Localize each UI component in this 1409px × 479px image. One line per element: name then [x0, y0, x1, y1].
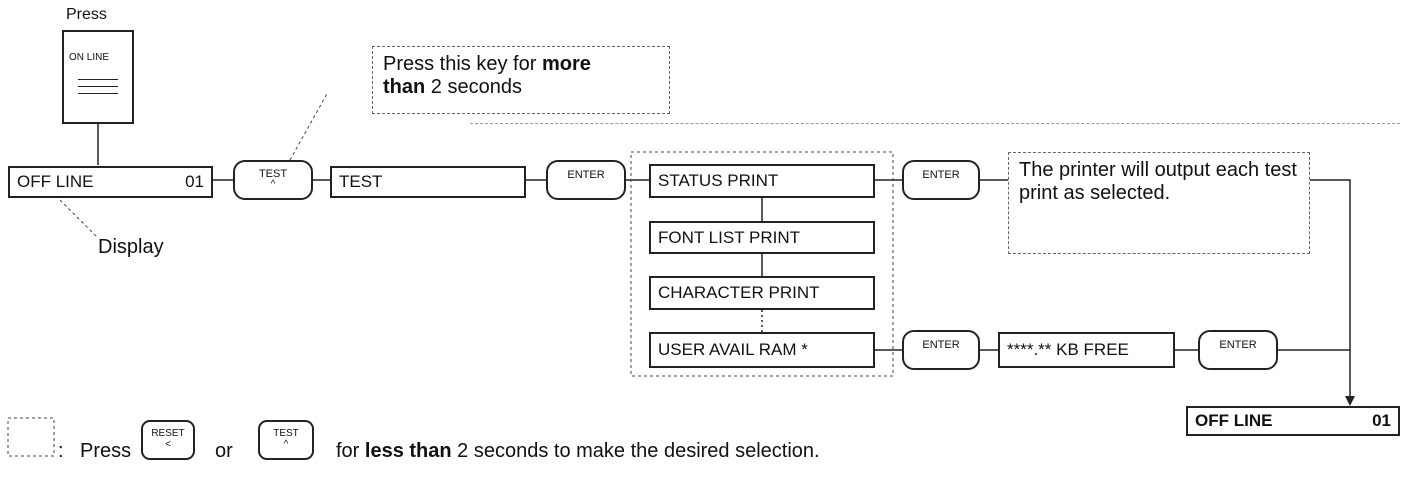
legend-pre: for — [336, 440, 365, 462]
leader-display — [59, 199, 99, 239]
hold-note-strong-more: more — [541, 53, 591, 75]
legend-test-key-symbol: ^ — [283, 439, 289, 450]
offline-display-value: 01 — [185, 172, 204, 191]
test-key-label: TEST — [258, 168, 288, 180]
offline-display-text: OFF LINE — [17, 172, 94, 191]
menu-item-user-avail-ram[interactable]: USER AVAIL RAM * — [649, 332, 875, 368]
final-offline-display: OFF LINE 01 — [1186, 406, 1400, 436]
kb-free-display: ****.** KB FREE — [998, 332, 1175, 368]
menu-item-character-print[interactable]: CHARACTER PRINT — [649, 276, 875, 310]
menu-item-font-list-print[interactable]: FONT LIST PRINT — [649, 221, 875, 254]
offline-display: OFF LINE 01 — [8, 166, 213, 198]
online-key-label: ON LINE — [69, 52, 110, 63]
enter-key[interactable]: ENTER — [902, 160, 980, 200]
arrow-head — [1345, 396, 1355, 406]
test-display-text: TEST — [339, 172, 383, 191]
hold-note-post: 2 seconds — [425, 76, 522, 98]
legend-strong: less than — [364, 440, 452, 462]
online-key[interactable]: ON LINE — [62, 30, 134, 124]
enter-key-label: ENTER — [1219, 339, 1257, 351]
hold-note-pre: Press this key for — [383, 53, 542, 75]
connector-output-to-final — [1310, 179, 1351, 400]
test-display: TEST — [330, 166, 526, 198]
legend-test-key[interactable]: TEST ^ — [258, 420, 314, 460]
enter-key[interactable]: ENTER — [546, 160, 626, 200]
enter-key-label: ENTER — [567, 169, 605, 181]
leader-test-key — [289, 91, 329, 161]
menu-item-label: CHARACTER PRINT — [658, 283, 820, 302]
final-display-text: OFF LINE — [1195, 411, 1273, 430]
reset-key-symbol: < — [165, 439, 171, 450]
legend-instruction: for less than 2 seconds to make the desi… — [336, 440, 820, 463]
online-key-line — [78, 93, 118, 94]
test-key-symbol: ^ — [270, 179, 276, 190]
legend: : Press RESET < or TEST ^ for less than … — [0, 418, 1200, 468]
output-note: The printer will output each test print … — [1008, 152, 1310, 254]
menu-item-label: USER AVAIL RAM * — [658, 340, 808, 359]
output-note-text: The printer will output each test print … — [1019, 159, 1297, 204]
menu-item-label: STATUS PRINT — [658, 171, 779, 190]
kb-free-text: ****.** KB FREE — [1007, 340, 1129, 359]
final-display-value: 01 — [1372, 411, 1391, 430]
enter-key-label: ENTER — [922, 339, 960, 351]
legend-or: or — [215, 440, 233, 462]
enter-key[interactable]: ENTER — [902, 330, 980, 370]
online-key-line — [78, 79, 118, 80]
menu-item-label: FONT LIST PRINT — [658, 227, 801, 247]
press-label: Press — [66, 6, 107, 23]
legend-colon: : — [58, 440, 64, 462]
enter-key-label: ENTER — [922, 169, 960, 181]
reset-key-label: RESET — [151, 428, 185, 439]
legend-test-key-label: TEST — [273, 428, 299, 439]
legend-press: Press — [80, 440, 132, 462]
hold-note-strong-than: than — [383, 76, 426, 98]
selection-group-frame — [630, 151, 894, 377]
online-key-line — [78, 86, 118, 87]
menu-item-status-print[interactable]: STATUS PRINT — [649, 164, 875, 198]
test-key[interactable]: TEST ^ — [233, 160, 313, 200]
display-label: Display — [98, 236, 164, 258]
reset-key[interactable]: RESET < — [141, 420, 195, 460]
enter-key[interactable]: ENTER — [1198, 330, 1278, 370]
scan-artifact-line — [470, 123, 1400, 124]
legend-post: 2 seconds to make the desired selection. — [451, 440, 820, 462]
hold-note: Press this key for more than 2 seconds — [372, 46, 670, 114]
